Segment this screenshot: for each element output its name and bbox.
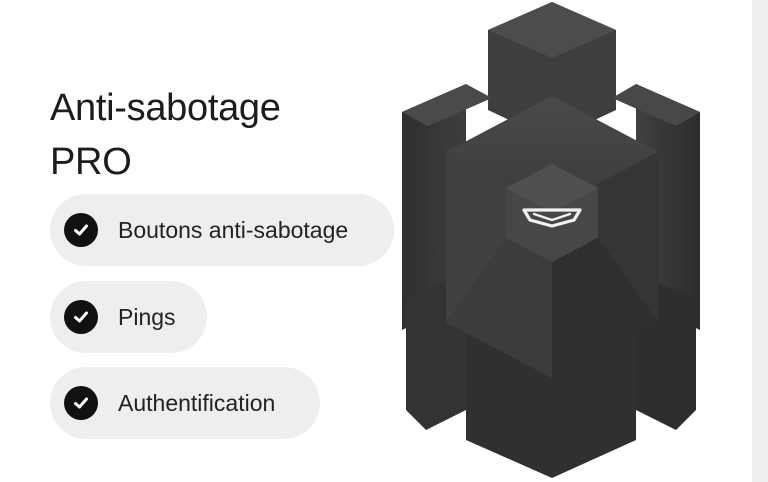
feature-label: Pings [118,303,176,330]
feature-item-authentication: Authentification [50,367,320,439]
check-circle-icon [64,386,98,420]
feature-label: Authentification [118,389,276,416]
brand-logo-icon [522,208,582,228]
check-circle-icon [64,213,98,247]
feature-item-pings: Pings [50,281,207,353]
title-line-1: Anti-sabotage [50,87,281,130]
title-line-2: PRO [50,141,132,184]
feature-item-tamper-buttons: Boutons anti-sabotage [50,194,394,266]
scrollbar-track[interactable] [752,0,768,482]
page-title: Anti-sabotage PRO [50,81,370,189]
hub-device-illustration [402,2,700,478]
check-circle-icon [64,300,98,334]
feature-label: Boutons anti-sabotage [118,216,349,243]
